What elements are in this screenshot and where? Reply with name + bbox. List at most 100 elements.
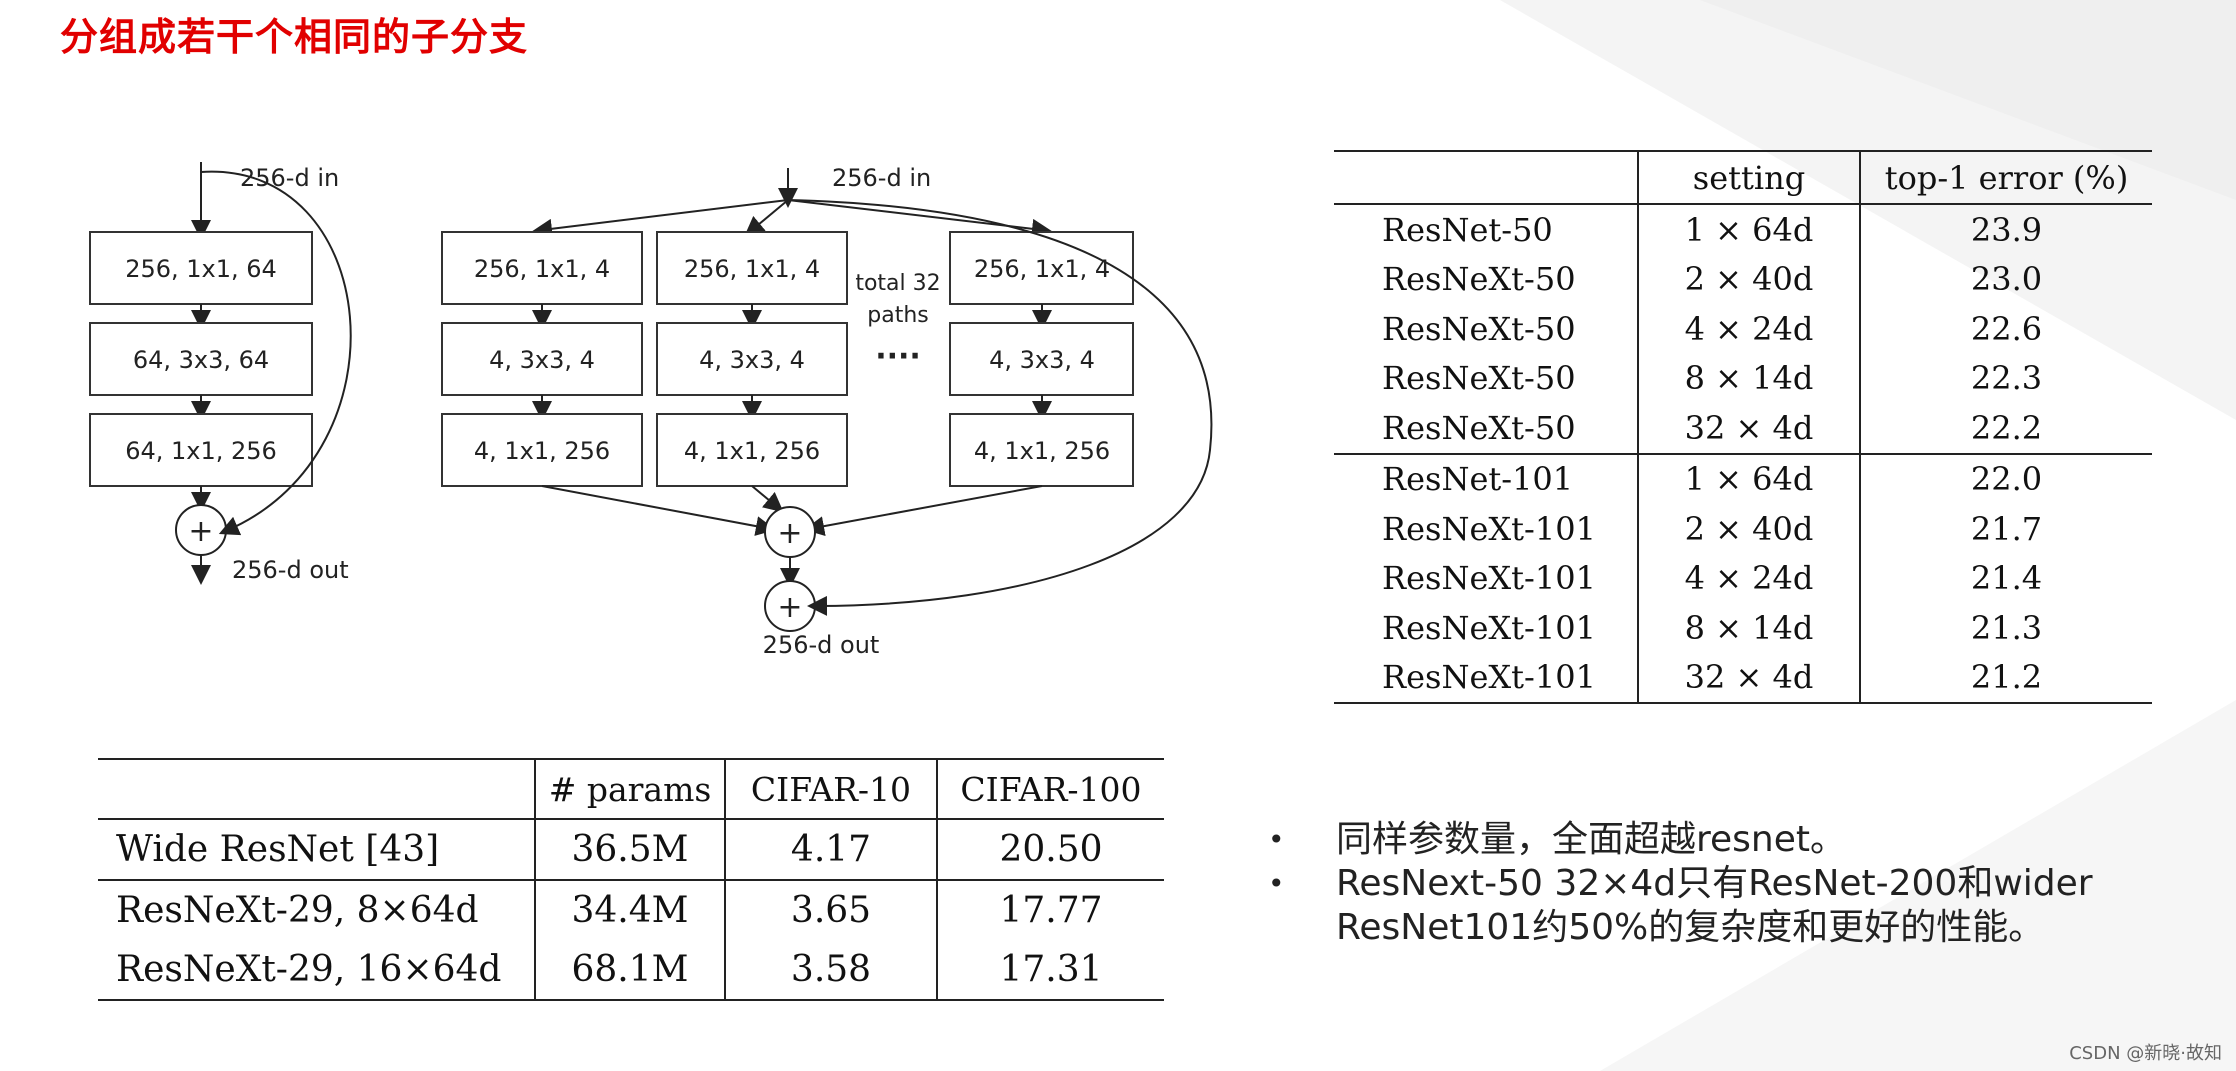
- paths-note-line1: total 32: [855, 271, 940, 296]
- path-1-block-1: 256, 1x1, 4: [474, 255, 610, 283]
- path-1-block-3: 4, 1x1, 256: [474, 437, 610, 465]
- model-cell: ResNeXt-101: [1334, 553, 1639, 603]
- header-cifar100: CIFAR-100: [937, 758, 1164, 820]
- header-model: [98, 758, 536, 820]
- setting-cell: 8 × 14d: [1638, 353, 1861, 403]
- path-32-block-1: 256, 1x1, 4: [974, 255, 1110, 283]
- table-header-row: setting top-1 error (%): [1334, 150, 2152, 205]
- path-1-block-2: 4, 3x3, 4: [489, 346, 595, 374]
- slide-title: 分组成若干个相同的子分支: [60, 15, 529, 59]
- output-label: 256-d out: [763, 631, 880, 659]
- note-item-1: • 同样参数量，全面超越resnet。: [1268, 818, 2168, 862]
- path-2-block-1: 256, 1x1, 4: [684, 255, 820, 283]
- model-cell: ResNeXt-101: [1334, 652, 1639, 704]
- setting-cell: 2 × 40d: [1638, 254, 1861, 304]
- error-cell: 23.0: [1970, 260, 2043, 299]
- path-1: 256, 1x1, 4 4, 3x3, 4 4, 1x1, 256: [441, 231, 643, 487]
- model-cell: ResNeXt-101: [1334, 504, 1639, 554]
- header-setting: setting: [1638, 150, 1861, 205]
- error-cell: 21.3: [1970, 608, 2043, 647]
- table-header-row: # params CIFAR-10 CIFAR-100: [98, 758, 1164, 820]
- model-cell: ResNeXt-50: [1334, 304, 1639, 354]
- block-3-label: 64, 1x1, 256: [125, 437, 277, 465]
- path-32-block-3: 4, 1x1, 256: [974, 437, 1110, 465]
- path-2-block-3: 4, 1x1, 256: [684, 437, 820, 465]
- model-cell: ResNeXt-50: [1334, 353, 1639, 403]
- note-2-line-2: ResNet101约50%的复杂度和更好的性能。: [1336, 907, 2045, 948]
- header-model: [1334, 150, 1639, 205]
- params-cell: 34.4M: [535, 880, 726, 940]
- cifar-results-table: # params CIFAR-10 CIFAR-100 Wide ResNet …: [98, 758, 1164, 1001]
- note-2-line-1: ResNext-50 32×4d只有ResNet-200和wider: [1336, 863, 2093, 904]
- error-cell: 22.6: [1970, 309, 2043, 348]
- note-item-2: • ResNext-50 32×4d只有ResNet-200和wider Res…: [1268, 862, 2168, 950]
- header-cifar10: CIFAR-10: [725, 758, 938, 820]
- block-1: [89, 231, 313, 305]
- path-32-block-2: 4, 3x3, 4: [989, 346, 1095, 374]
- block-1-label: 256, 1x1, 64: [125, 255, 277, 283]
- plus-symbol-2: +: [777, 590, 802, 625]
- cifar10-cell: 3.58: [725, 940, 938, 1001]
- plus-symbol: +: [188, 514, 213, 549]
- plus-symbol-1: +: [777, 516, 802, 551]
- model-cell: ResNeXt-29, 8×64d: [98, 880, 536, 940]
- paths-note-line2: paths: [867, 303, 928, 328]
- header-error: top-1 error (%): [1860, 150, 2152, 205]
- setting-cell: 8 × 14d: [1638, 603, 1861, 653]
- setting-cell: 1 × 64d: [1638, 204, 1861, 255]
- error-cell: 22.3: [1970, 359, 2043, 398]
- error-cell: 22.2: [1970, 408, 2043, 447]
- model-cell: ResNet-101: [1334, 452, 1639, 504]
- params-cell: 36.5M: [535, 819, 726, 881]
- error-cell: 21.7: [1970, 509, 2043, 548]
- setting-cell: 4 × 24d: [1638, 304, 1861, 354]
- ellipsis: ····: [875, 339, 921, 374]
- cifar100-cell: 17.31: [937, 940, 1164, 1001]
- resnext-block-diagram: 256-d in 256, 1x1, 4 4, 3x3, 4 4, 1x1, 2…: [441, 164, 1213, 659]
- model-cell: ResNeXt-50: [1334, 403, 1639, 454]
- model-cell: ResNet-50: [1334, 204, 1639, 255]
- path-2-block-2: 4, 3x3, 4: [699, 346, 805, 374]
- model-cell: ResNeXt-50: [1334, 254, 1639, 304]
- output-label: 256-d out: [232, 556, 349, 584]
- path-2: 256, 1x1, 4 4, 3x3, 4 4, 1x1, 256: [656, 231, 848, 487]
- watermark: CSDN @新晓·故知: [2069, 1043, 2222, 1064]
- model-cell: Wide ResNet [43]: [98, 819, 536, 881]
- setting-cell: 4 × 24d: [1638, 553, 1861, 603]
- block-2-label: 64, 3x3, 64: [133, 346, 269, 374]
- error-cell: 22.0: [1860, 452, 2152, 504]
- cifar100-cell: 17.77: [999, 890, 1103, 931]
- error-cell: 21.2: [1860, 652, 2152, 704]
- setting-cell: 32 × 4d: [1638, 652, 1861, 704]
- header-params: # params: [535, 758, 726, 820]
- error-cell: 21.4: [1970, 559, 2043, 598]
- cifar10-cell: 4.17: [725, 819, 938, 881]
- input-label: 256-d in: [832, 164, 931, 192]
- setting-cell: 2 × 40d: [1638, 504, 1861, 554]
- error-cell: 23.9: [1970, 210, 2043, 249]
- setting-cell: 1 × 64d: [1638, 452, 1861, 504]
- cifar10-cell: 3.65: [725, 880, 938, 940]
- bullet-icon: •: [1268, 823, 1285, 856]
- setting-cell: 32 × 4d: [1638, 403, 1861, 454]
- model-cell: ResNeXt-101: [1334, 603, 1639, 653]
- params-cell: 68.1M: [535, 940, 726, 1001]
- path-32: 256, 1x1, 4 4, 3x3, 4 4, 1x1, 256: [949, 231, 1134, 487]
- summary-notes: • 同样参数量，全面超越resnet。 • ResNext-50 32×4d只有…: [1268, 818, 2168, 950]
- cifar100-cell: 20.50: [937, 819, 1164, 881]
- model-cell: ResNeXt-29, 16×64d: [98, 940, 536, 1001]
